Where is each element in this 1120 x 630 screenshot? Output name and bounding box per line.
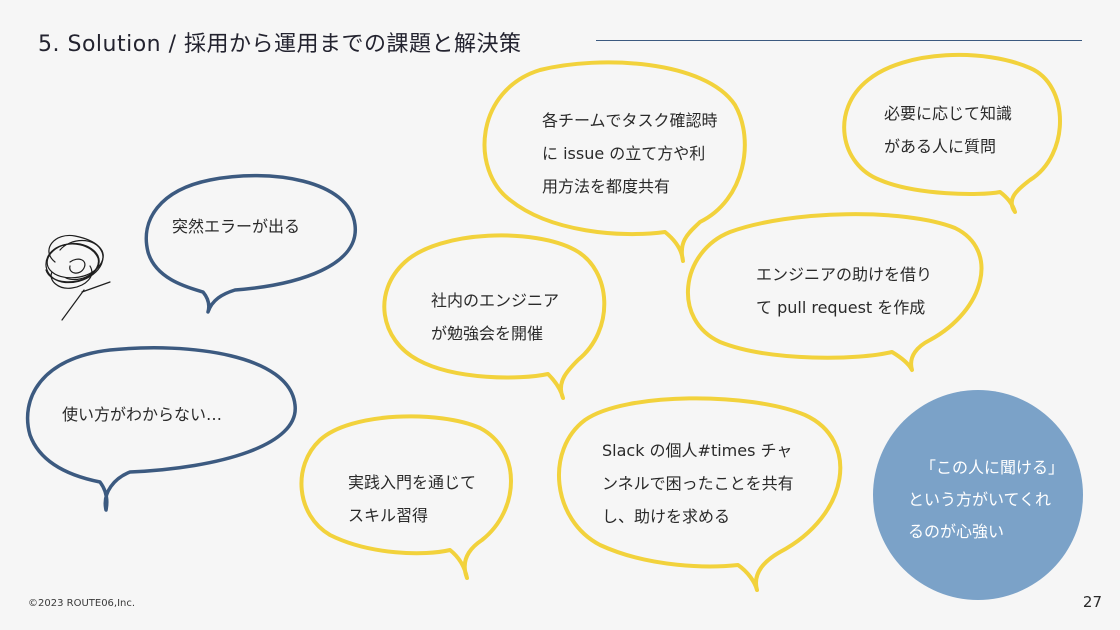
speech-bubble-practice <box>299 414 513 580</box>
speech-bubble-ask <box>842 52 1062 214</box>
problem-error-text: 突然エラーが出る <box>172 217 301 236</box>
solution-practice-text: 実践入門を通じて スキル習得 <box>348 473 477 525</box>
speech-bubble-usage <box>25 346 297 512</box>
solution-ask-text: 必要に応じて知識 がある人に質問 <box>884 104 1013 156</box>
solution-pull-request-text: エンジニアの助けを借り て pull request を作成 <box>756 265 933 317</box>
speech-bubble-task-check <box>482 60 747 263</box>
page-number: 27 <box>1082 593 1102 611</box>
speech-bubble-error <box>144 173 357 314</box>
title-divider <box>596 40 1082 41</box>
problem-usage-text: 使い方がわからない… <box>62 405 223 424</box>
speech-bubble-study <box>382 233 607 400</box>
speech-bubble-slack <box>556 396 843 592</box>
solution-study-text: 社内のエンジニア が勉強会を開催 <box>431 291 560 343</box>
solution-task-check-text: 各チームでタスク確認時 に issue の立て方や利 用方法を都度共有 <box>542 111 718 196</box>
solution-slack-text: Slack の個人#times チャ ンネルで困ったことを共有 し、助けを求める <box>602 441 794 526</box>
highlight-text: 「この人に聞ける」 という方がいてくれ るのが心強い <box>908 458 1065 541</box>
speech-bubble-pull-request <box>686 212 984 372</box>
slide-title: 5. Solution / 採用から運用までの課題と解決策 <box>38 32 522 57</box>
scribble-icon <box>45 234 111 321</box>
highlight-circle <box>873 390 1083 600</box>
copyright: ©2023 ROUTE06,Inc. <box>28 598 136 609</box>
